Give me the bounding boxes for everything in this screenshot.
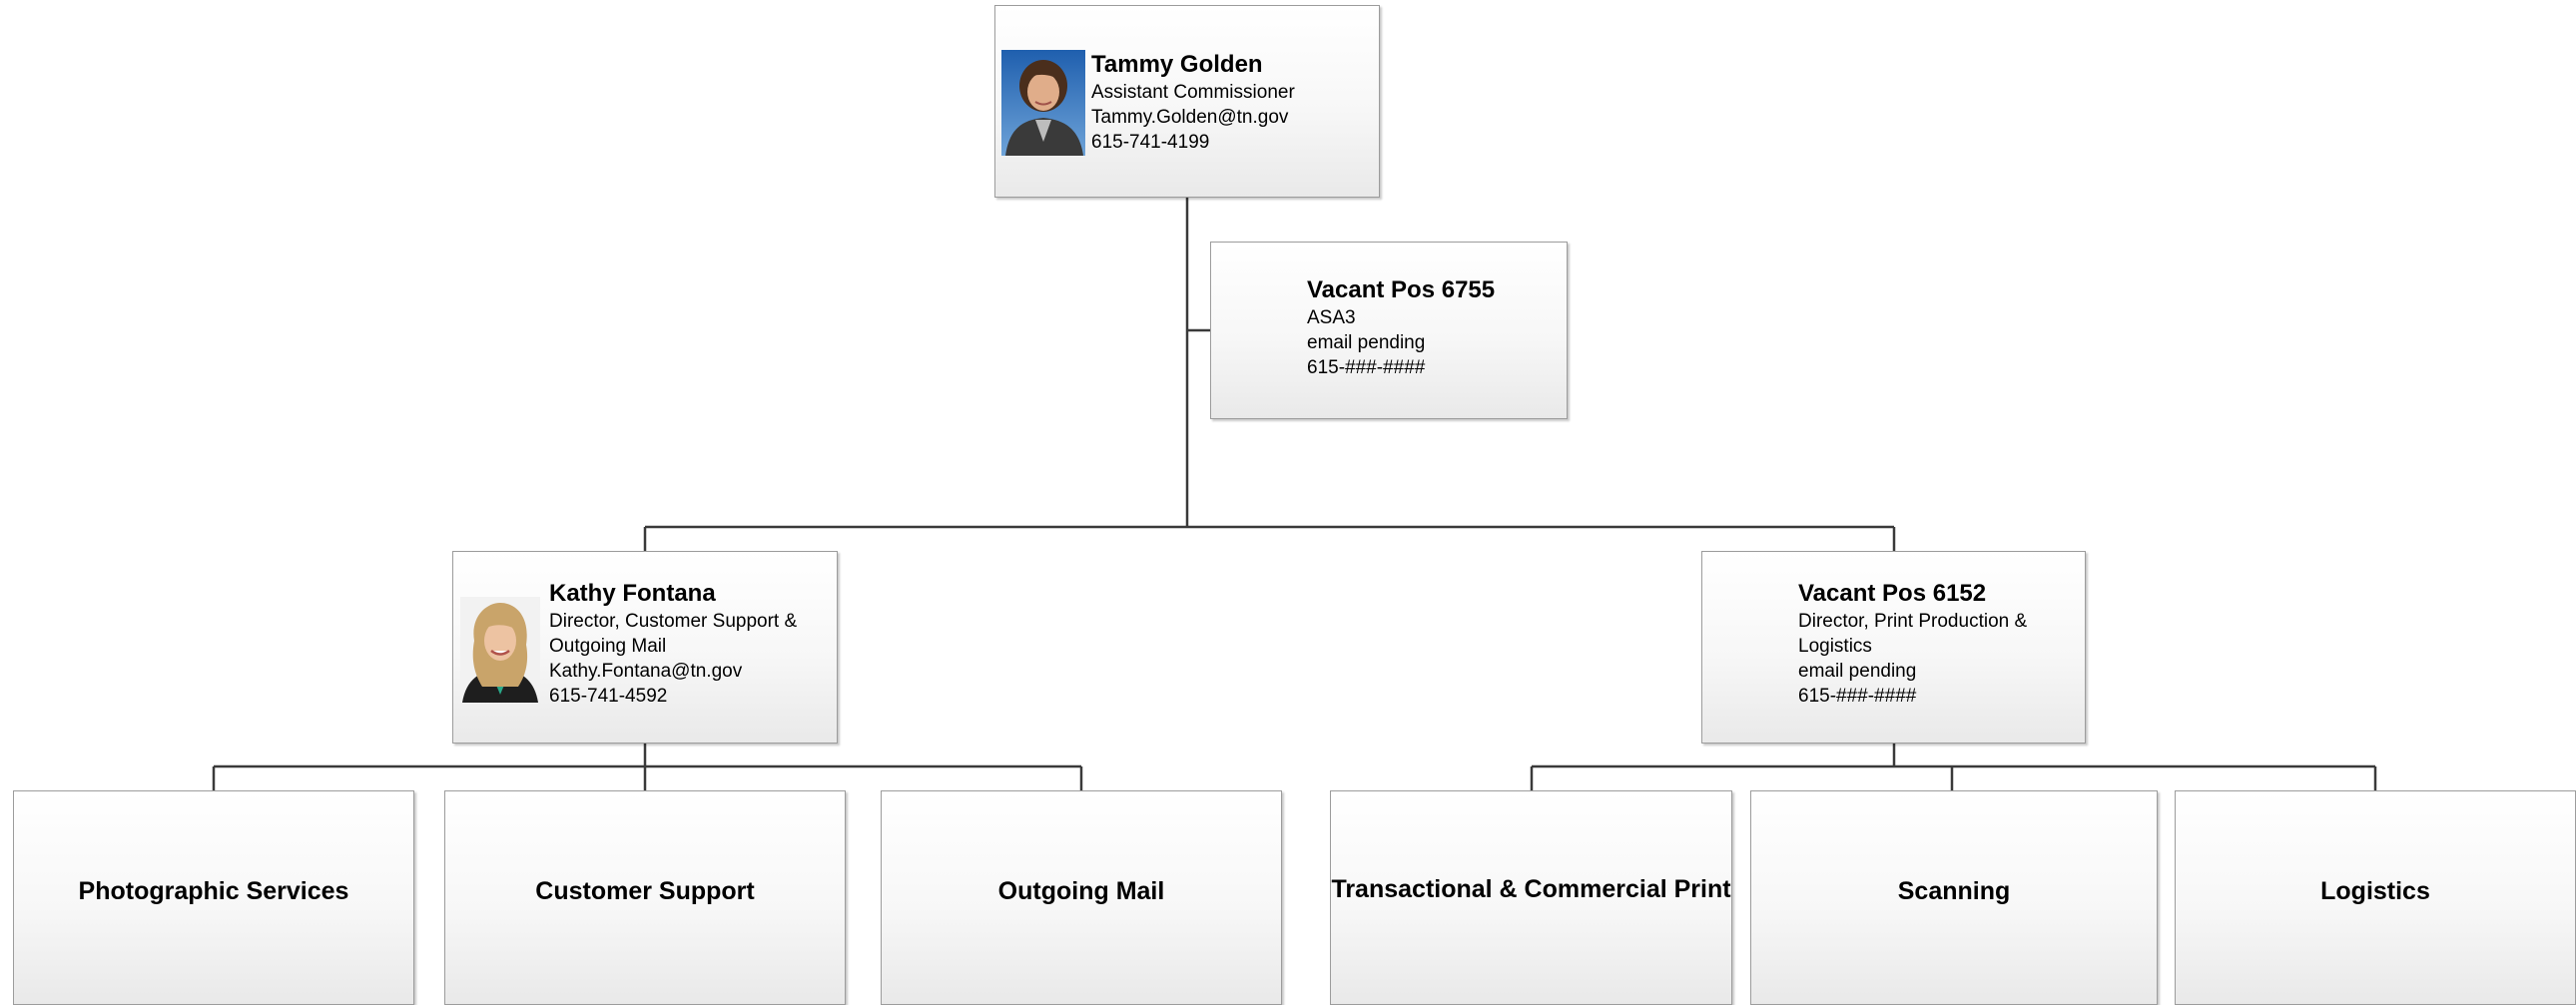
portrait-photo-kathy-fontana (460, 597, 540, 703)
person-name: Tammy Golden (1091, 51, 1263, 78)
org-unit-outgoing-mail[interactable]: Outgoing Mail (881, 790, 1282, 1005)
person-title-line-2: Outgoing Mail (549, 636, 667, 657)
person-title-line-1: Director, Print Production & (1798, 611, 2028, 632)
unit-label: Customer Support (535, 876, 755, 905)
portrait-photo-tammy-golden (1001, 50, 1085, 156)
person-phone: 615-###-#### (1307, 357, 1426, 378)
person-phone: 615-741-4199 (1091, 132, 1210, 153)
unit-label: Outgoing Mail (997, 876, 1165, 905)
person-email: email pending (1798, 661, 1917, 682)
person-title-line-1: Director, Customer Support & (549, 611, 798, 632)
org-node-vacant-pos-6152[interactable]: Vacant Pos 6152 Director, Print Producti… (1701, 551, 2086, 744)
org-unit-logistics[interactable]: Logistics (2175, 790, 2576, 1005)
person-title-line-2: Logistics (1798, 636, 1872, 657)
person-email: Kathy.Fontana@tn.gov (549, 661, 743, 682)
unit-label: Scanning (1897, 877, 2011, 905)
person-email: Tammy.Golden@tn.gov (1091, 107, 1289, 128)
person-phone: 615-741-4592 (549, 686, 668, 707)
person-name: Kathy Fontana (549, 580, 716, 607)
org-node-tammy-golden[interactable]: Tammy Golden Assistant Commissioner Tamm… (994, 5, 1380, 198)
unit-label: Photographic Services (78, 876, 349, 905)
person-title: Assistant Commissioner (1091, 82, 1295, 103)
org-unit-scanning[interactable]: Scanning (1750, 790, 2158, 1005)
person-phone: 615-###-#### (1798, 686, 1917, 707)
org-node-kathy-fontana[interactable]: Kathy Fontana Director, Customer Support… (452, 551, 838, 744)
org-node-vacant-pos-6755[interactable]: Vacant Pos 6755 ASA3 email pending 615-#… (1210, 242, 1568, 419)
org-unit-customer-support[interactable]: Customer Support (444, 790, 846, 1005)
unit-label: Logistics (2320, 876, 2430, 905)
org-unit-transactional-commercial-print[interactable]: Transactional & Commercial Print (1330, 790, 1732, 1005)
person-name: Vacant Pos 6152 (1798, 580, 1987, 607)
person-title: ASA3 (1307, 307, 1356, 328)
org-unit-photographic-services[interactable]: Photographic Services (13, 790, 414, 1005)
person-name: Vacant Pos 6755 (1307, 276, 1496, 303)
person-email: email pending (1307, 332, 1426, 353)
unit-label: Transactional & Commercial Print (1331, 874, 1731, 903)
